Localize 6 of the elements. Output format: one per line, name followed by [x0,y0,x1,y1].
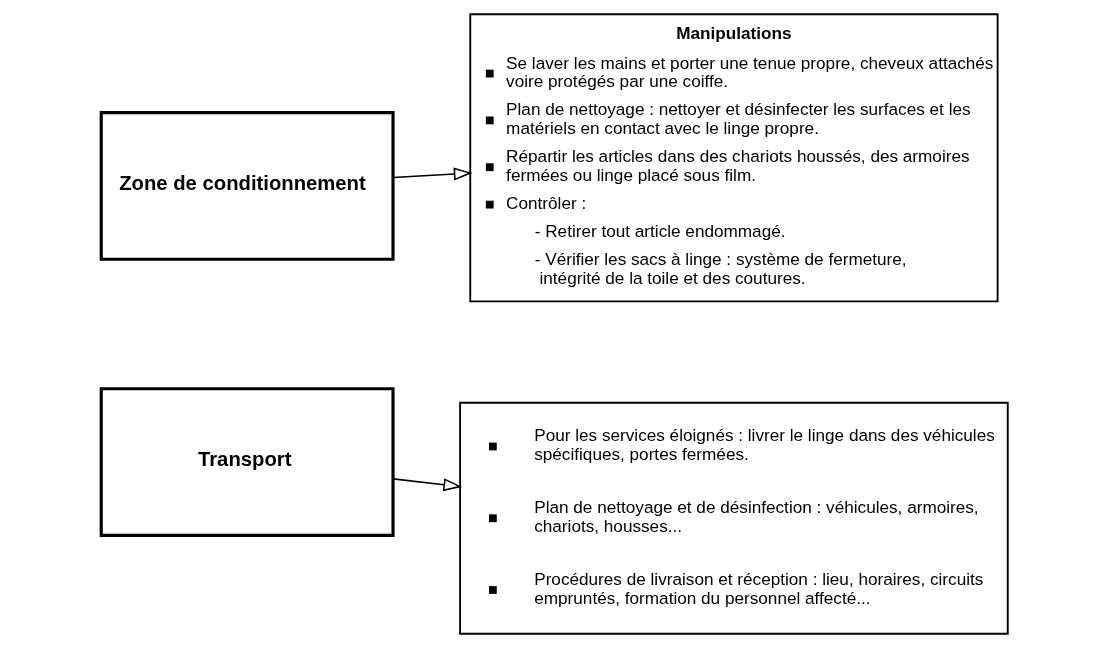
node-box: Pour les services éloignés : livrer le linge dans des véhicules spécifiques, portes fermées. Plan de nettoyage et de désinfection : véhicules, armoires, chariots, housses... Procédures de livraison et réception : lieu, horaires, circuits empruntés, formation du personnel affecté... [458,401,1009,635]
node-box: Transport [99,387,395,537]
node-box: Manipulations Se laver les mains et porter une tenue propre, cheveux attachés voire protégés par une coiffe. Plan de nettoyage : nettoyer et désinfecter les surfaces et les matériels en contact avec le linge propre. Répartir les articles dans des chariots houssés, des armoires fermées ou linge placé sous film. Contrôler : - Retirer tout article endommagé. - Vérifier les sacs à linge : système de fermeture, intégrité de la toile et des coutures. [468,13,999,303]
arrow [391,167,473,181]
arrow [391,478,462,492]
node-box: Zone de conditionnement [99,111,395,261]
